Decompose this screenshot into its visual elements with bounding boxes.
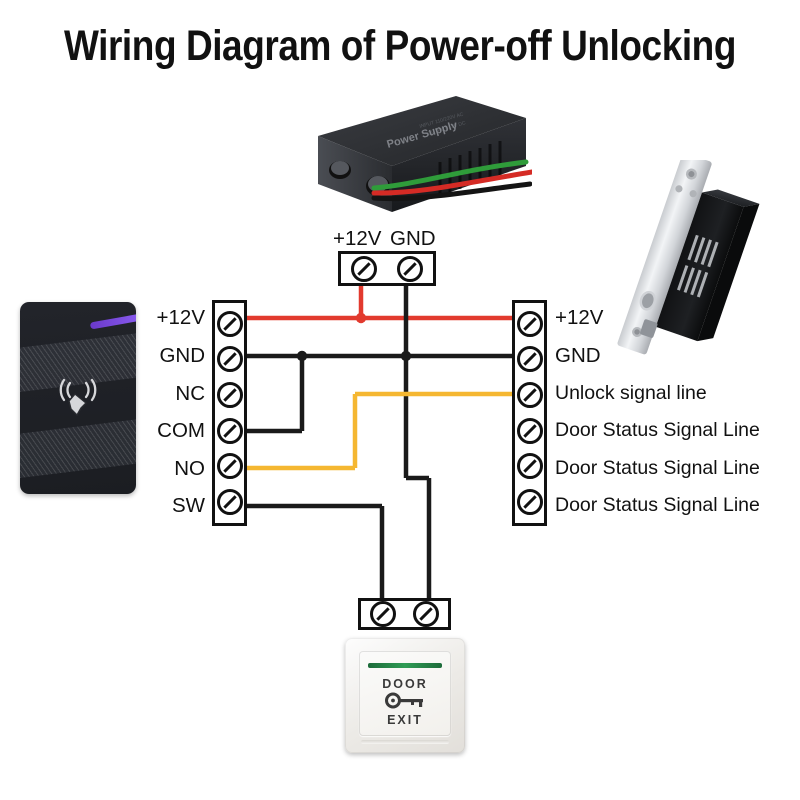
electric-bolt-lock (592, 152, 774, 360)
psu-terminal-label-ground: GND (390, 227, 436, 250)
controller-label-nc: NC (175, 382, 205, 405)
controller-screw-no[interactable] (216, 453, 243, 480)
lock-screw-status-1[interactable] (516, 417, 543, 444)
card-reader-access-controller[interactable] (20, 302, 136, 494)
controller-screw-gnd[interactable] (216, 346, 243, 373)
exit-button-text-bottom: EXIT (387, 713, 423, 727)
controller-screw-com[interactable] (216, 417, 243, 444)
power-supply-unit: Power Supply INPUT 110/220V AC OUTPUT 12… (300, 88, 535, 228)
key-icon (385, 692, 423, 709)
rfid-wave-icon (59, 378, 97, 416)
exit-button-terminal-block[interactable] (358, 598, 451, 630)
page-title: Wiring Diagram of Power-off Unlocking (63, 22, 737, 70)
controller-screw-sw[interactable] (216, 489, 243, 516)
psu-terminal-block[interactable] (338, 251, 436, 286)
lock-screw-status-3[interactable] (516, 489, 543, 516)
lock-screw-gnd[interactable] (516, 346, 543, 373)
lock-label-unlock-signal: Unlock signal line (555, 382, 707, 404)
lock-screw-status-2[interactable] (516, 453, 543, 480)
controller-terminal-block[interactable] (212, 300, 247, 526)
lock-terminal-block[interactable] (512, 300, 547, 526)
lock-label-door-status-2: Door Status Signal Line (555, 457, 760, 479)
wire-junction-dot (400, 350, 412, 362)
psu-terminal-label-positive: +12V (333, 227, 382, 250)
controller-label-positive: +12V (156, 306, 205, 329)
psu-screw-positive[interactable] (351, 255, 377, 282)
exit-button-face[interactable]: DOOR EXIT (359, 651, 451, 736)
lock-screw-positive[interactable] (516, 310, 543, 337)
exit-button-led-indicator (368, 663, 442, 668)
power-supply-illustration: Power Supply INPUT 110/220V AC OUTPUT 12… (318, 96, 535, 212)
controller-label-no: NO (174, 457, 205, 480)
lock-label-positive: +12V (555, 306, 604, 329)
controller-label-gnd: GND (159, 344, 205, 367)
door-exit-push-button[interactable]: DOOR EXIT (345, 638, 465, 753)
lock-label-door-status-3: Door Status Signal Line (555, 494, 760, 516)
lock-label-gnd: GND (555, 344, 601, 367)
controller-screw-nc[interactable] (216, 382, 243, 409)
exit-button-lip (361, 740, 449, 744)
psu-screw-ground[interactable] (397, 255, 423, 282)
exit-button-screw-left[interactable] (369, 601, 396, 627)
controller-screw-positive[interactable] (216, 310, 243, 337)
controller-label-com: COM (157, 419, 205, 442)
wire-junction-dot (355, 312, 367, 324)
lock-label-door-status-1: Door Status Signal Line (555, 419, 760, 441)
exit-button-text-top: DOOR (382, 677, 428, 691)
controller-label-sw: SW (171, 494, 205, 517)
wire-junction-dot (296, 350, 308, 362)
exit-button-screw-right[interactable] (413, 601, 440, 627)
lock-screw-unlock[interactable] (516, 382, 543, 409)
bolt-lock-illustration (617, 152, 760, 355)
